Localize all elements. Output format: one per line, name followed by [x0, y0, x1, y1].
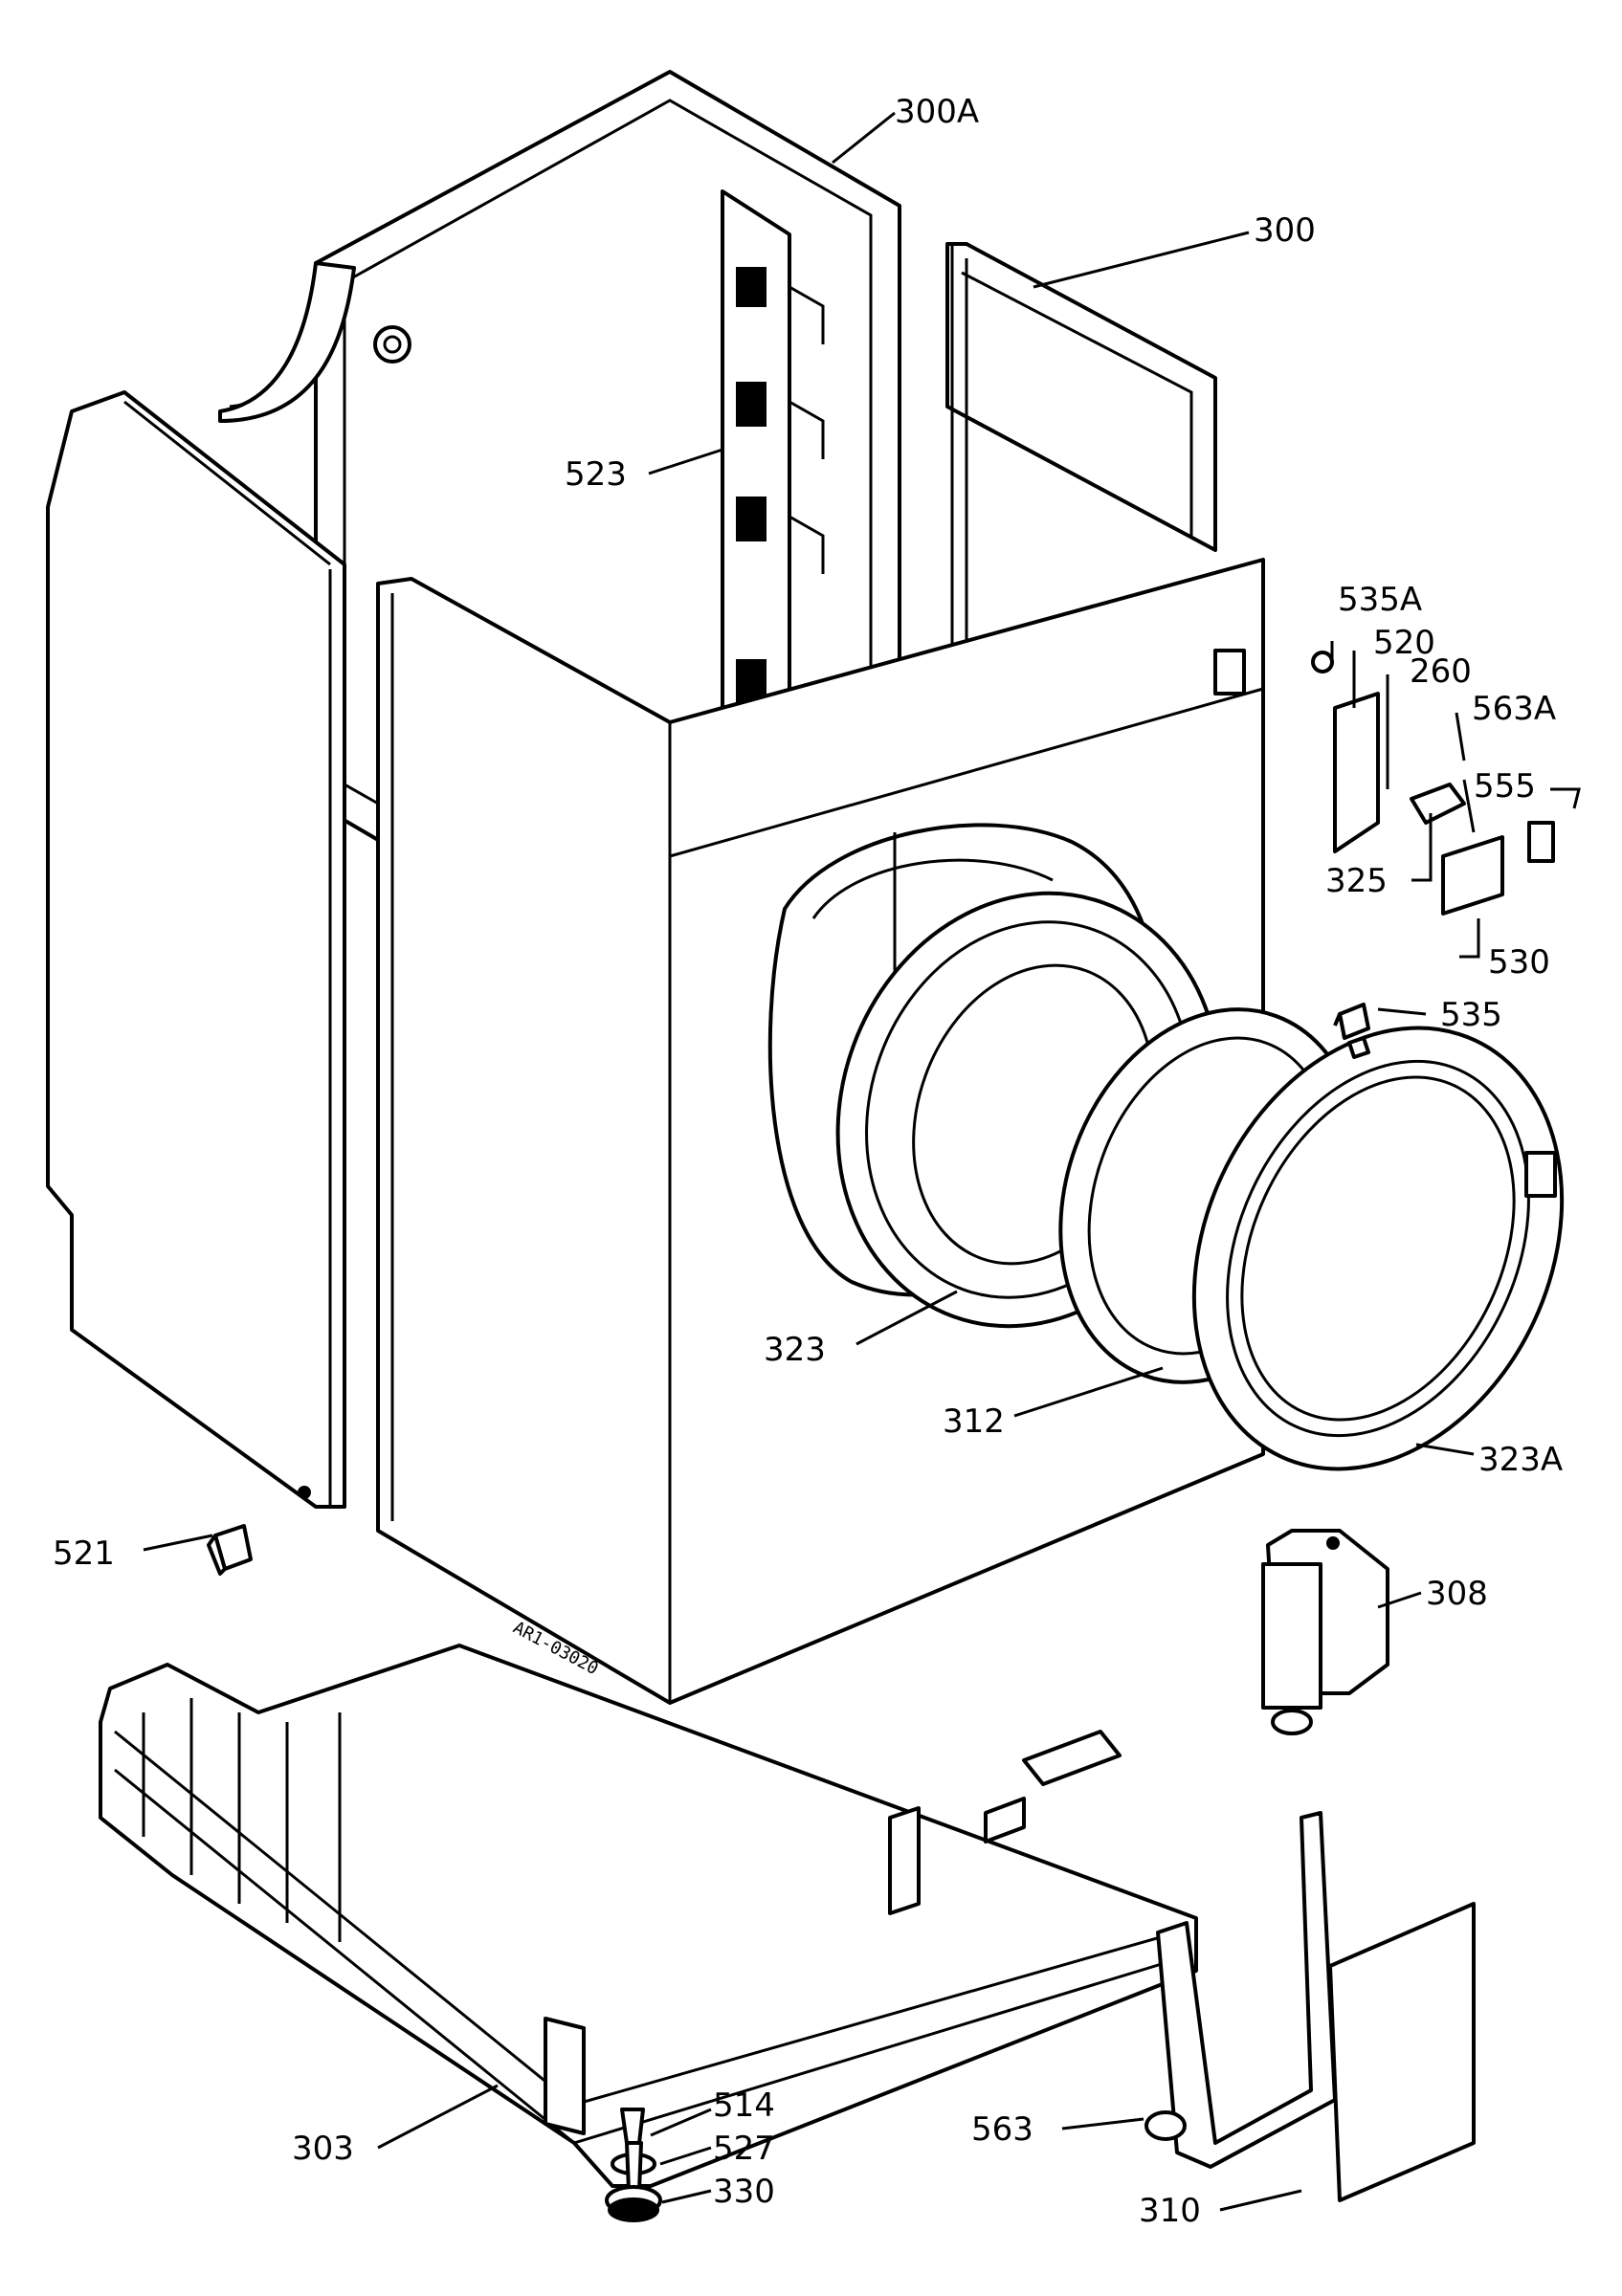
label-563a: 563A	[1472, 690, 1556, 728]
part-labels: 300A 300 523 535A 520 260 563A 555 325 5…	[53, 93, 1563, 2230]
left-side-panel	[46, 390, 346, 1509]
label-300a: 300A	[895, 93, 979, 131]
label-303: 303	[292, 2130, 354, 2168]
bracket-563	[1144, 1811, 1337, 2169]
label-330: 330	[713, 2173, 775, 2211]
label-323a: 323A	[1478, 1441, 1563, 1479]
side-frame-300	[945, 242, 1217, 861]
label-555: 555	[1474, 767, 1536, 806]
foot-assembly	[605, 2108, 662, 2222]
label-308: 308	[1426, 1575, 1488, 1613]
label-312: 312	[943, 1402, 1005, 1441]
label-520: 520	[1373, 624, 1435, 662]
base-frame-303	[99, 1644, 1198, 2188]
label-514: 514	[713, 2086, 775, 2125]
label-260: 260	[1410, 652, 1472, 691]
label-527: 527	[713, 2130, 775, 2168]
label-521: 521	[53, 1534, 115, 1573]
label-325: 325	[1325, 862, 1388, 900]
label-530: 530	[1488, 943, 1550, 982]
leader-lines	[143, 111, 1581, 2212]
label-323: 323	[764, 1331, 826, 1369]
label-523: 523	[565, 455, 627, 494]
label-310: 310	[1139, 2192, 1201, 2230]
screw-521	[207, 1524, 253, 1576]
door-outer-ring-323a	[1191, 1026, 1565, 1471]
label-563: 563	[971, 2110, 1033, 2149]
hinge-308	[1261, 1529, 1389, 1735]
door-lock-parts	[1311, 651, 1555, 1059]
label-535a: 535A	[1338, 581, 1422, 619]
kickplate-310	[1328, 1902, 1476, 2202]
label-535: 535	[1440, 996, 1502, 1034]
label-300: 300	[1254, 211, 1316, 250]
